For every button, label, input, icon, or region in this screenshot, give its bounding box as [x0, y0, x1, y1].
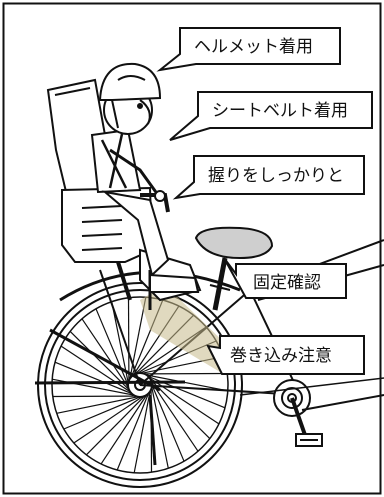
wheel-spoke: [73, 396, 143, 444]
callout-seatbelt-text: シートベルト着用: [212, 101, 348, 121]
callout-fixing-text: 固定確認: [253, 273, 321, 293]
wheel-spoke: [151, 382, 199, 452]
wheel-spokes: [52, 297, 228, 473]
rear-wheel: [37, 282, 243, 488]
wheel-spoke: [150, 379, 211, 440]
callout-fixing: 固定確認: [223, 257, 347, 299]
wheel-spoke: [151, 387, 169, 469]
wheel-spoke: [81, 318, 129, 388]
wheel-spoke: [133, 391, 151, 473]
saddle: [194, 226, 274, 311]
wheel-spoke: [63, 396, 141, 430]
wheel-spoke: [69, 330, 130, 391]
wheel-spoke: [56, 396, 138, 414]
wheel-spoke: [151, 384, 185, 462]
child-figure: [90, 62, 200, 293]
wheel-spoke: [111, 301, 129, 383]
callout-helmet: ヘルメット着用: [156, 27, 341, 72]
callout-entanglement: 巻き込み注意: [206, 335, 365, 375]
callout-helmet-text: ヘルメット着用: [194, 37, 313, 57]
wheel-spoke: [95, 308, 129, 386]
wheel-spoke: [85, 395, 146, 456]
wheel-spoke: [146, 374, 228, 392]
bicycle: [34, 239, 384, 488]
entanglement-zone: [140, 285, 232, 372]
wheel-spoke: [100, 394, 148, 465]
callout-seatbelt: シートベルト着用: [169, 91, 373, 141]
callout-grip: 握りをしっかりと: [172, 155, 365, 200]
callout-entanglement-text: 巻き込み注意: [230, 346, 332, 366]
wheel-spoke: [60, 345, 131, 393]
wheel-spoke: [54, 361, 132, 395]
wheel-spoke: [116, 393, 150, 471]
callout-grip-text: 握りをしっかりと: [208, 166, 344, 186]
